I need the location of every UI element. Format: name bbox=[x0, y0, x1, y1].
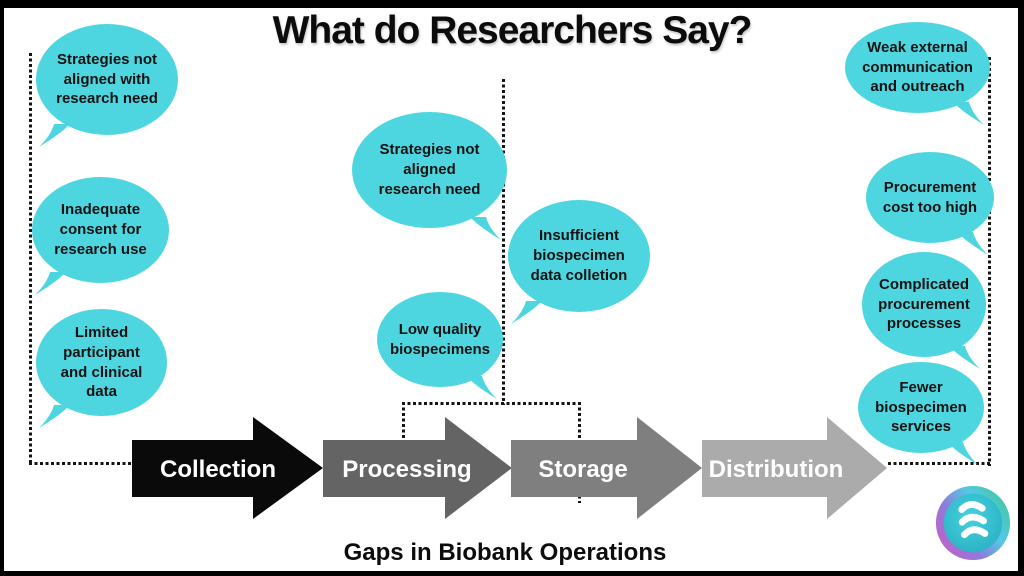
speech-bubble-complicated-procurement: Complicated procurement processes bbox=[862, 252, 986, 369]
arrow-collection-label: Collection bbox=[160, 456, 276, 483]
connector-middle-horizontal bbox=[402, 402, 581, 405]
bubble-text: Strategies not aligned research need bbox=[378, 141, 481, 198]
logo-disc bbox=[943, 493, 1003, 553]
connector-middle-drop-left bbox=[402, 402, 405, 442]
bubble-ellipse: Strategies not aligned research need bbox=[352, 112, 507, 228]
page-title: What do Researchers Say? bbox=[272, 9, 753, 52]
connector-left-vertical bbox=[29, 53, 32, 464]
bubble-tail-icon bbox=[466, 376, 497, 399]
arrow-processing-label: Processing bbox=[342, 456, 471, 483]
connector-middle-vertical bbox=[502, 79, 505, 405]
bubble-ellipse: Weak external communication and outreach bbox=[845, 22, 990, 113]
arrow-storage: Storage bbox=[511, 417, 702, 519]
bubble-tail-icon bbox=[953, 102, 984, 125]
connector-right-horizontal bbox=[888, 462, 991, 465]
bubble-text: Limited participant and clinical data bbox=[60, 323, 143, 401]
bubble-ellipse: Procurement cost too high bbox=[866, 152, 994, 243]
logo-s-glyph bbox=[958, 501, 989, 539]
arrow-distribution: Distribution bbox=[702, 417, 887, 519]
arrow-storage-shape bbox=[511, 417, 702, 519]
bubble-ellipse: Strategies not aligned with research nee… bbox=[36, 24, 178, 135]
bubble-tail-icon bbox=[39, 124, 70, 147]
bubble-tail-icon bbox=[35, 272, 66, 295]
bubble-tail-icon bbox=[511, 301, 542, 324]
bubble-ellipse: Low quality biospecimens bbox=[377, 292, 503, 387]
arrow-processing: Processing bbox=[323, 417, 512, 519]
bubble-text: Fewer biospecimen services bbox=[875, 378, 967, 436]
bubble-ellipse: Limited participant and clinical data bbox=[36, 309, 167, 416]
arrow-storage-label: Storage bbox=[538, 456, 627, 483]
speech-bubble-fewer-biospecimen-services: Fewer biospecimen services bbox=[858, 362, 984, 465]
speech-bubble-strategies-not-aligned-with: Strategies not aligned with research nee… bbox=[36, 24, 178, 147]
bubble-ellipse: Complicated procurement processes bbox=[862, 252, 986, 357]
speech-bubble-strategies-not-aligned: Strategies not aligned research need bbox=[352, 112, 507, 240]
bubble-ellipse: Insufficient biospecimen data colletion bbox=[508, 200, 650, 312]
arrow-distribution-label: Distribution bbox=[709, 456, 844, 483]
bubble-tail-icon bbox=[39, 405, 70, 428]
bubble-text: Procurement cost too high bbox=[882, 178, 978, 216]
arrow-processing-shape bbox=[323, 417, 512, 519]
bubble-text: Complicated procurement processes bbox=[878, 275, 970, 333]
speech-bubble-procurement-cost: Procurement cost too high bbox=[866, 152, 994, 255]
diagram-caption: Gaps in Biobank Operations bbox=[343, 539, 667, 566]
bubble-text: Inadequate consent for research use bbox=[54, 201, 147, 258]
connector-left-horizontal bbox=[29, 462, 133, 465]
bubble-tail-icon bbox=[949, 346, 980, 369]
bubble-text: Low quality biospecimens bbox=[389, 320, 491, 358]
connector-right-vertical bbox=[988, 57, 991, 466]
arrow-collection: Collection bbox=[132, 417, 323, 519]
bubble-text: Insufficient biospecimen data colletion bbox=[530, 227, 628, 284]
speech-bubble-limited-participant-data: Limited participant and clinical data bbox=[36, 309, 167, 428]
bubble-tail-icon bbox=[470, 217, 501, 240]
speech-bubble-weak-external-communication: Weak external communication and outreach bbox=[845, 22, 990, 125]
bubble-text: Strategies not aligned with research nee… bbox=[56, 50, 158, 108]
bubble-text: Weak external communication and outreach bbox=[862, 38, 973, 96]
brand-logo-icon bbox=[935, 485, 1011, 561]
arrow-distribution-shape bbox=[702, 417, 887, 519]
bubble-ellipse: Fewer biospecimen services bbox=[858, 362, 984, 453]
speech-bubble-inadequate-consent: Inadequate consent for research use bbox=[32, 177, 169, 295]
speech-bubble-insufficient-biospecimen-data: Insufficient biospecimen data colletion bbox=[508, 200, 650, 324]
bubble-tail-icon bbox=[947, 442, 978, 465]
bubble-ellipse: Inadequate consent for research use bbox=[32, 177, 169, 283]
speech-bubble-low-quality-biospecimens: Low quality biospecimens bbox=[377, 292, 503, 399]
bubble-tail-icon bbox=[957, 232, 988, 255]
arrow-collection-shape bbox=[132, 417, 323, 519]
